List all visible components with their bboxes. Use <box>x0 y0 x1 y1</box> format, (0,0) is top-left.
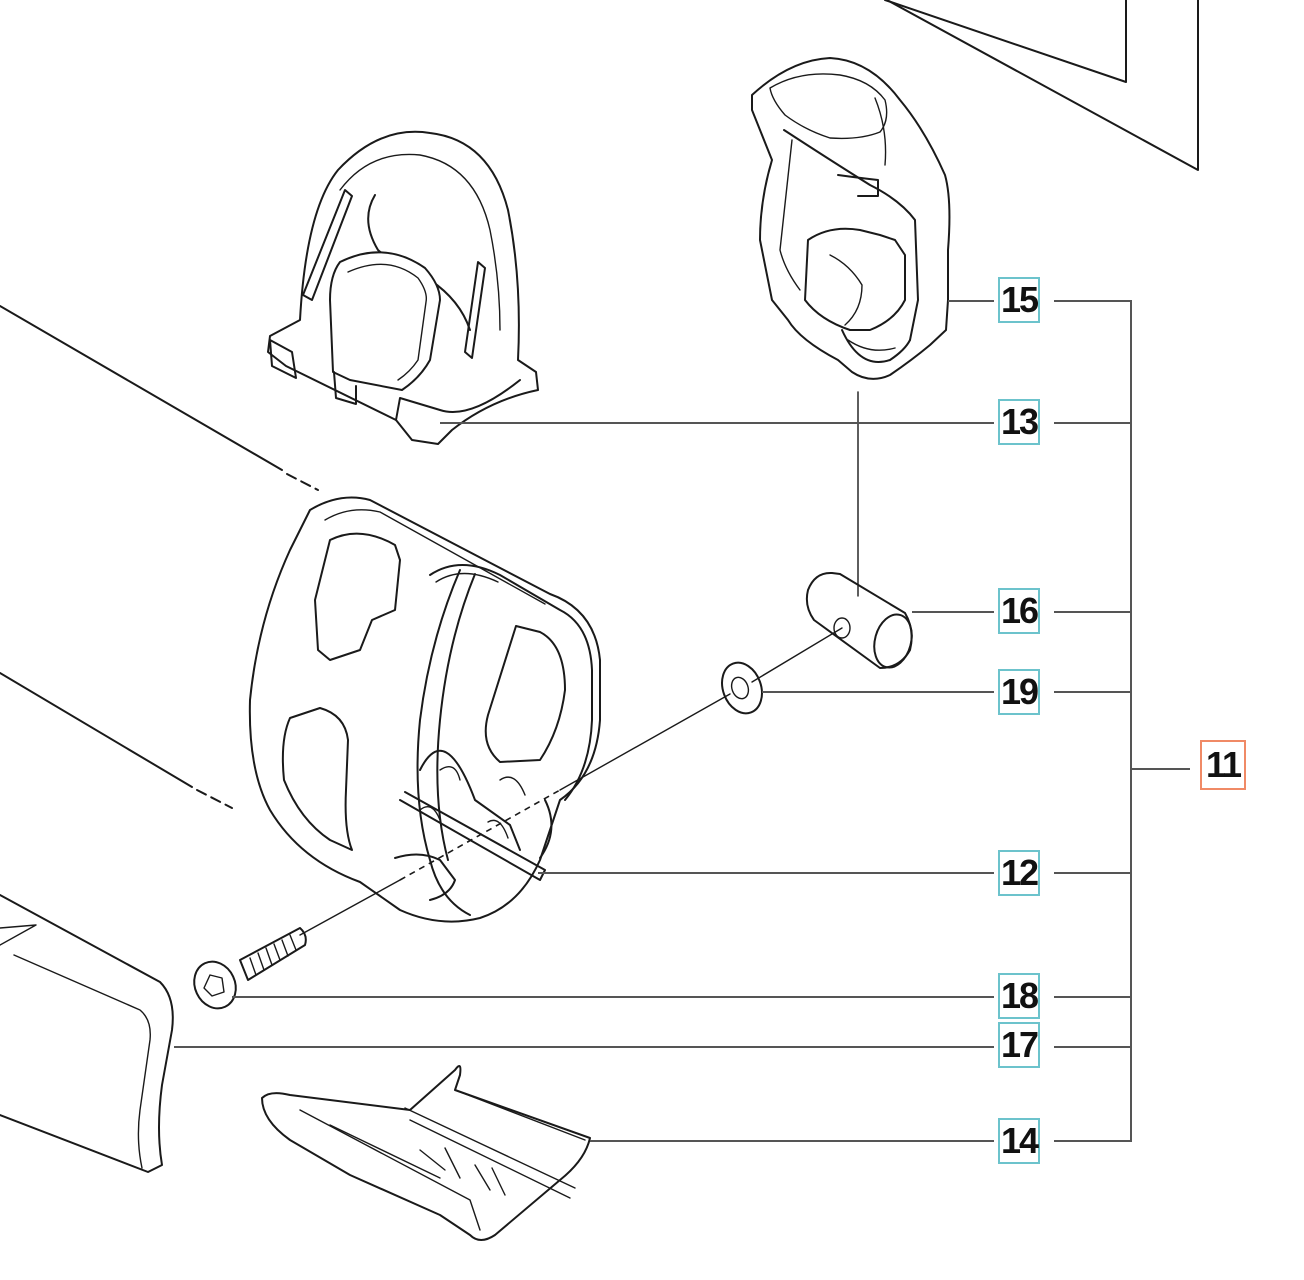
lower-clamp-part <box>261 1065 591 1241</box>
callout-assembly-11[interactable]: 11 <box>1200 740 1246 790</box>
screw-part <box>193 927 307 1010</box>
callout-19[interactable]: 19 <box>998 669 1040 715</box>
cylindrical-nut-part <box>805 571 913 669</box>
upper-handle-grip-part <box>751 57 951 380</box>
handle-clamp-band-part <box>248 496 601 923</box>
panel-frame-part <box>884 0 1199 171</box>
callout-17[interactable]: 17 <box>998 1022 1040 1068</box>
leader-lines <box>174 300 1190 1142</box>
callout-14[interactable]: 14 <box>998 1118 1040 1164</box>
shaft-tube-part <box>0 305 319 1173</box>
callout-15[interactable]: 15 <box>998 277 1040 323</box>
callout-12[interactable]: 12 <box>998 850 1040 896</box>
assembly-axis-line-upper <box>559 627 843 791</box>
loop-handle-bracket-part <box>267 130 539 445</box>
callout-18[interactable]: 18 <box>998 973 1040 1019</box>
washer-part <box>721 661 763 715</box>
assembly-axis-line <box>299 879 401 936</box>
callout-16[interactable]: 16 <box>998 588 1040 634</box>
assembly-axis-dashed <box>399 789 561 881</box>
callout-13[interactable]: 13 <box>998 399 1040 445</box>
